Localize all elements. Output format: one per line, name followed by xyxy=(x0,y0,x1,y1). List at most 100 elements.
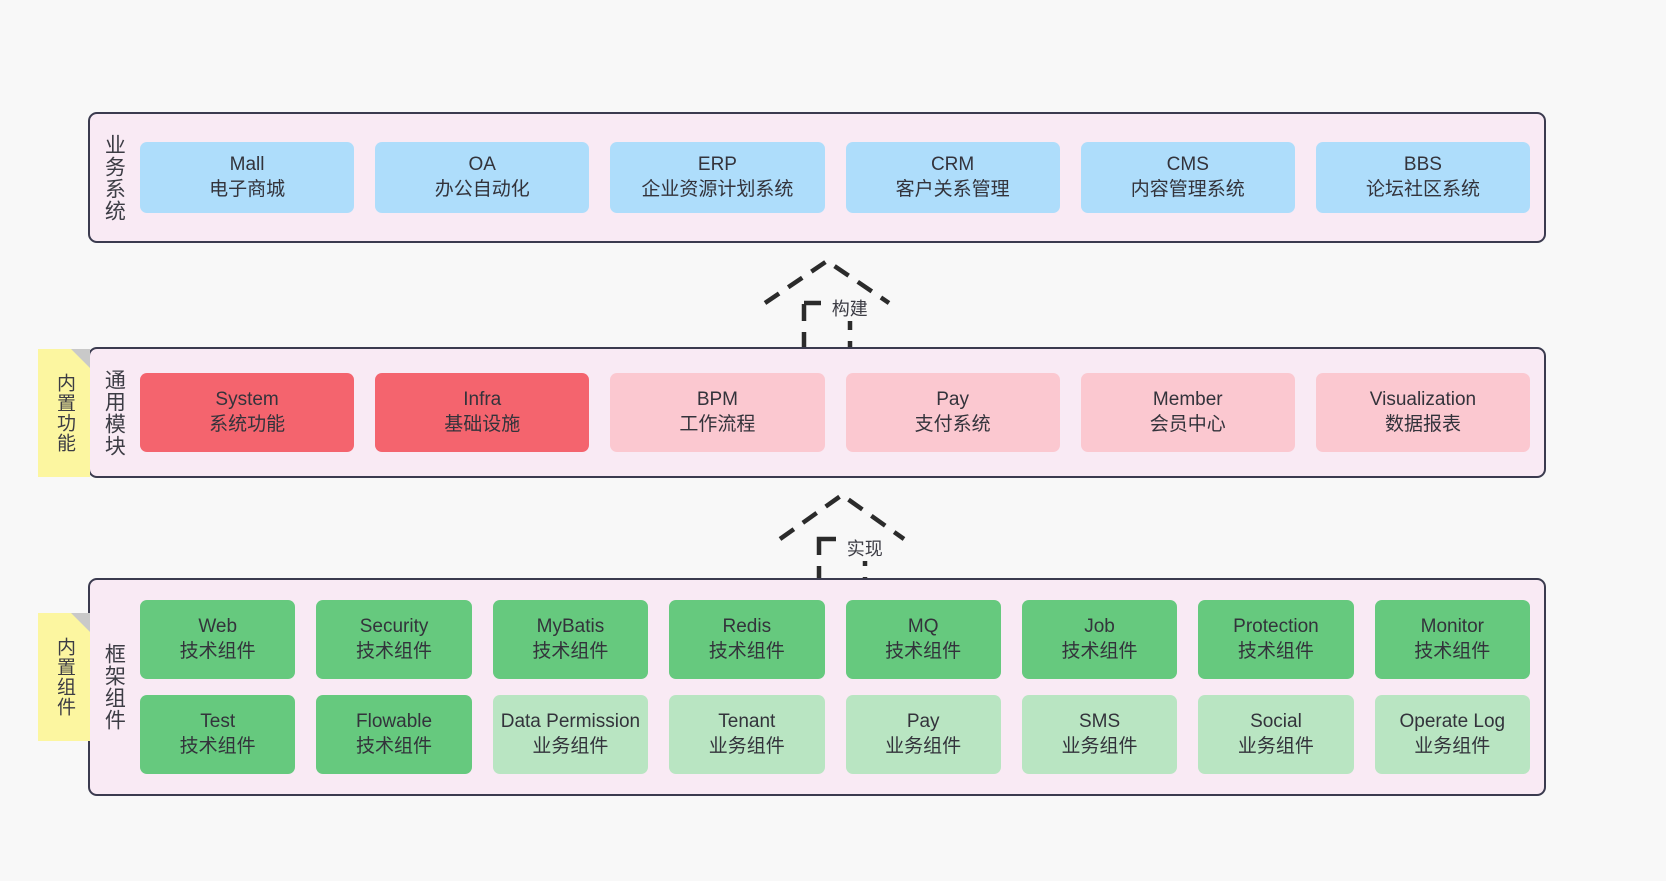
card-mybatis[interactable]: MyBatis 技术组件 xyxy=(492,600,649,679)
arrow-realize: 实现 xyxy=(772,487,932,588)
card-title-cn: 业务组件 xyxy=(1237,735,1314,757)
card-bpm[interactable]: BPM 工作流程 xyxy=(610,373,825,452)
card-pay[interactable]: Pay 支付系统 xyxy=(845,373,1060,452)
card-system[interactable]: System 系统功能 xyxy=(140,373,355,452)
card-row: Web 技术组件 Security 技术组件 MyBatis 技术组件 Redi… xyxy=(140,600,1530,679)
card-mq[interactable]: MQ 技术组件 xyxy=(845,600,1001,679)
layer-body-framework-component: Web 技术组件 Security 技术组件 MyBatis 技术组件 Redi… xyxy=(136,580,1544,794)
note-label: 内置功能 xyxy=(54,373,76,453)
arrow-label-build: 构建 xyxy=(828,295,871,321)
card-title-en: ERP xyxy=(697,153,737,175)
card-title-cn: 技术组件 xyxy=(179,735,256,757)
card-title-cn: 内容管理系统 xyxy=(1130,178,1245,200)
card-title-en: Mall xyxy=(229,153,265,175)
card-title-cn: 会员中心 xyxy=(1149,413,1226,435)
card-flowable[interactable]: Flowable 技术组件 xyxy=(316,695,472,774)
card-title-en: Test xyxy=(200,710,236,732)
card-tenant[interactable]: Tenant 业务组件 xyxy=(669,695,825,774)
card-title-en: Data Permission xyxy=(500,710,641,732)
card-title-cn: 论坛社区系统 xyxy=(1365,178,1480,200)
layer-title-common-module: 通用模块 xyxy=(102,368,126,457)
card-title-en: Redis xyxy=(722,615,772,637)
card-infra[interactable]: Infra 基础设施 xyxy=(375,373,590,452)
card-title-cn: 业务组件 xyxy=(1414,735,1491,757)
card-data-permission[interactable]: Data Permission 业务组件 xyxy=(492,695,649,774)
card-test[interactable]: Test 技术组件 xyxy=(140,695,296,774)
card-title-cn: 技术组件 xyxy=(1237,640,1314,662)
card-title-en: SMS xyxy=(1078,710,1121,732)
card-title-cn: 支付系统 xyxy=(914,413,991,435)
arrow-label-realize: 实现 xyxy=(843,535,886,561)
card-title-cn: 办公自动化 xyxy=(434,178,530,200)
card-title-cn: 业务组件 xyxy=(1061,735,1138,757)
card-protection[interactable]: Protection 技术组件 xyxy=(1198,600,1354,679)
card-title-cn: 基础设施 xyxy=(444,413,521,435)
card-title-cn: 电子商城 xyxy=(209,178,286,200)
card-title-cn: 业务组件 xyxy=(885,735,962,757)
card-title-cn: 企业资源计划系统 xyxy=(641,178,794,200)
card-security[interactable]: Security 技术组件 xyxy=(316,600,472,679)
card-title-en: Social xyxy=(1250,710,1302,732)
card-mall[interactable]: Mall 电子商城 xyxy=(140,142,355,213)
card-sms[interactable]: SMS 业务组件 xyxy=(1021,695,1178,774)
card-job[interactable]: Job 技术组件 xyxy=(1021,600,1178,679)
note-label: 内置组件 xyxy=(54,637,76,717)
card-title-cn: 技术组件 xyxy=(356,735,433,757)
card-title-cn: 系统功能 xyxy=(209,413,286,435)
card-redis[interactable]: Redis 技术组件 xyxy=(669,600,825,679)
note-builtin-component[interactable]: 内置组件 xyxy=(38,613,90,741)
card-social[interactable]: Social 业务组件 xyxy=(1198,695,1354,774)
card-title-cn: 技术组件 xyxy=(1061,640,1138,662)
card-title-en: BBS xyxy=(1403,153,1442,175)
card-title-en: Monitor xyxy=(1420,615,1484,637)
layer-title-framework-component: 框架组件 xyxy=(102,643,126,731)
card-title-cn: 技术组件 xyxy=(532,640,609,662)
card-title-en: CMS xyxy=(1166,153,1209,175)
layer-title-business-system: 业务系统 xyxy=(102,133,126,222)
card-title-en: Infra xyxy=(463,388,502,410)
card-title-en: Operate Log xyxy=(1399,710,1506,732)
card-title-en: MyBatis xyxy=(536,615,605,637)
card-title-cn: 技术组件 xyxy=(885,640,962,662)
card-row: Mall 电子商城 OA 办公自动化 ERP 企业资源计划系统 CRM 客户关系… xyxy=(140,142,1531,213)
card-title-en: Visualization xyxy=(1369,388,1477,410)
card-row: Test 技术组件 Flowable 技术组件 Data Permission … xyxy=(140,695,1530,774)
card-title-en: Tenant xyxy=(718,710,776,732)
card-title-en: CRM xyxy=(930,153,975,175)
arrow-build: 构建 xyxy=(757,255,917,355)
card-cms[interactable]: CMS 内容管理系统 xyxy=(1080,142,1295,213)
card-title-cn: 技术组件 xyxy=(179,640,256,662)
card-monitor[interactable]: Monitor 技术组件 xyxy=(1374,600,1530,679)
card-title-en: Web xyxy=(198,615,238,637)
card-pay-business[interactable]: Pay 业务组件 xyxy=(845,695,1001,774)
layer-business-system: 业务系统 Mall 电子商城 OA 办公自动化 ERP 企业资源计划系统 CRM… xyxy=(88,112,1546,243)
card-title-en: Pay xyxy=(906,710,940,732)
card-erp[interactable]: ERP 企业资源计划系统 xyxy=(610,142,825,213)
note-builtin-function[interactable]: 内置功能 xyxy=(38,349,90,477)
card-crm[interactable]: CRM 客户关系管理 xyxy=(845,142,1060,213)
card-title-cn: 客户关系管理 xyxy=(895,178,1010,200)
card-title-en: Security xyxy=(359,615,429,637)
card-title-en: Pay xyxy=(936,388,969,410)
card-title-cn: 技术组件 xyxy=(1414,640,1491,662)
card-title-cn: 数据报表 xyxy=(1384,413,1461,435)
card-title-en: MQ xyxy=(907,615,939,637)
card-operate-log[interactable]: Operate Log 业务组件 xyxy=(1374,695,1530,774)
card-title-en: OA xyxy=(468,153,496,175)
card-title-en: System xyxy=(215,388,279,410)
layer-body-business-system: Mall 电子商城 OA 办公自动化 ERP 企业资源计划系统 CRM 客户关系… xyxy=(136,114,1544,241)
layer-common-module: 通用模块 System 系统功能 Infra 基础设施 BPM 工作流程 Pay… xyxy=(88,347,1546,478)
card-title-cn: 技术组件 xyxy=(356,640,433,662)
card-title-en: Flowable xyxy=(356,710,433,732)
folded-corner-icon xyxy=(71,613,90,632)
layer-body-common-module: System 系统功能 Infra 基础设施 BPM 工作流程 Pay 支付系统… xyxy=(136,349,1544,476)
card-web[interactable]: Web 技术组件 xyxy=(140,600,296,679)
card-title-en: BPM xyxy=(696,388,739,410)
card-title-cn: 工作流程 xyxy=(679,413,756,435)
folded-corner-icon xyxy=(71,349,90,368)
card-visualization[interactable]: Visualization 数据报表 xyxy=(1315,373,1531,452)
card-member[interactable]: Member 会员中心 xyxy=(1080,373,1295,452)
card-oa[interactable]: OA 办公自动化 xyxy=(375,142,590,213)
card-title-en: Member xyxy=(1152,388,1223,410)
card-bbs[interactable]: BBS 论坛社区系统 xyxy=(1315,142,1531,213)
